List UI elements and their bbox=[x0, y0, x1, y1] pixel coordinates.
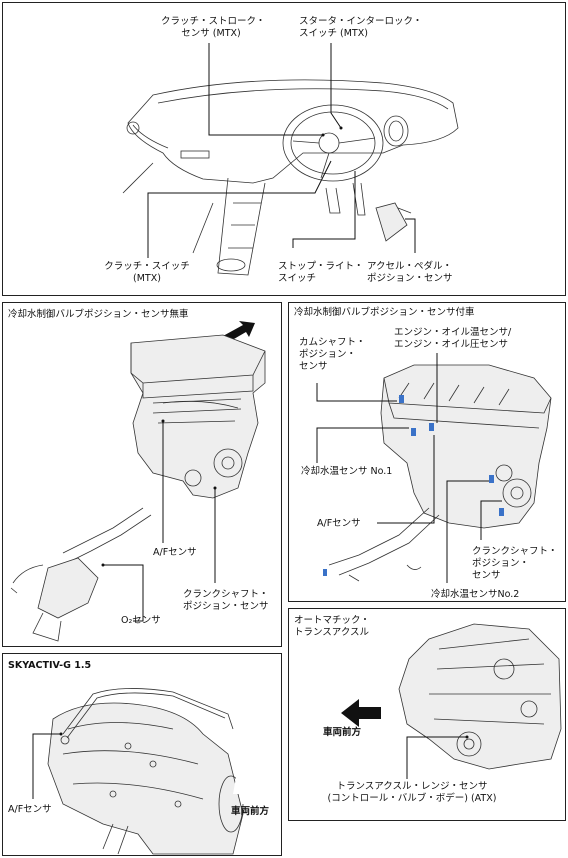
front-label: 車両前方 bbox=[231, 806, 270, 817]
range-sensor-label: トランスアクスル・レンジ・センサ(コントロール・バルブ・ボデー) (ATX) bbox=[327, 781, 497, 804]
af-sensor-label: A/Fセンサ bbox=[8, 804, 52, 815]
panel-title: オートマチック・トランスアクスル bbox=[294, 615, 370, 638]
o2-sensor-label: O₂センサ bbox=[121, 615, 161, 626]
af-sensor-label: A/Fセンサ bbox=[317, 518, 361, 529]
panel-title: 冷却水制御バルブポジション・センサ無車 bbox=[8, 309, 189, 320]
dashboard-illustration bbox=[122, 43, 459, 276]
skyactiv-panel: SKYACTIV-G 1.5 A/Fセンサ 車両前方 bbox=[2, 653, 282, 856]
engine-illustration bbox=[32, 688, 258, 855]
accel-pedal-sensor-label: アクセル・ペダル・ポジション・センサ bbox=[367, 261, 453, 284]
panel-title: 冷却水制御バルブポジション・センサ付車 bbox=[294, 307, 475, 318]
clutch-switch-label: クラッチ・スイッチ(MTX) bbox=[104, 261, 190, 284]
panel-title: SKYACTIV-G 1.5 bbox=[8, 660, 92, 671]
clutch-stroke-sensor-label: クラッチ・ストローク・センサ (MTX) bbox=[161, 16, 266, 39]
transaxle-illustration bbox=[341, 623, 562, 779]
front-label: 車両前方 bbox=[323, 727, 362, 738]
coolant-no1-label: 冷却水温センサ No.1 bbox=[301, 466, 393, 477]
cabin-panel: クラッチ・ストローク・センサ (MTX) スタータ・インターロック・スイッチ (… bbox=[2, 2, 566, 296]
starter-interlock-switch-label: スタータ・インターロック・スイッチ (MTX) bbox=[299, 16, 423, 39]
engine-illustration bbox=[10, 321, 266, 642]
front-arrow-icon bbox=[223, 321, 255, 343]
stop-light-switch-label: ストップ・ライト・スイッチ bbox=[278, 261, 364, 284]
oil-sensor-label: エンジン・オイル温センサ/エンジン・オイル圧センサ bbox=[394, 327, 512, 350]
coolant-no2-label: 冷却水温センサNo.2 bbox=[431, 589, 520, 600]
front-arrow-icon bbox=[341, 699, 381, 727]
crank-sensor-label: クランクシャフト・ポジション・センサ bbox=[183, 589, 269, 612]
crank-sensor-label: クランクシャフト・ポジション・センサ bbox=[472, 546, 558, 581]
engine-without-sensor-panel: 冷却水制御バルブポジション・センサ無車 A/Fセンサ クランクシャフト・ポジショ… bbox=[2, 302, 282, 647]
af-sensor-label: A/Fセンサ bbox=[153, 547, 197, 558]
engine-illustration bbox=[316, 353, 552, 583]
engine-with-sensor-panel: 冷却水制御バルブポジション・センサ付車 エンジン・オイル温センサ/エンジン・オイ… bbox=[288, 302, 566, 602]
cam-sensor-label: カムシャフト・ポジション・センサ bbox=[299, 337, 366, 372]
transaxle-panel: オートマチック・トランスアクスル 車両前方 トランスアクスル・レンジ・センサ(コ… bbox=[288, 608, 566, 821]
